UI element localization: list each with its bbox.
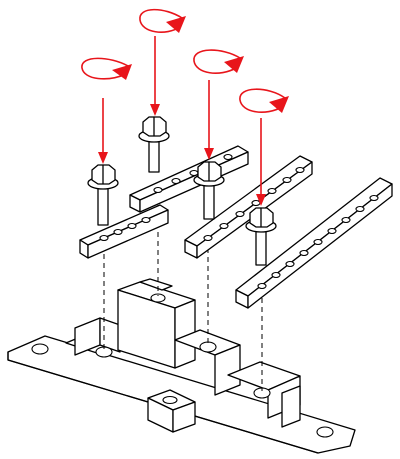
bolt-2 — [138, 116, 170, 173]
stepped-base-bracket — [7, 278, 356, 454]
bar-short-back — [129, 145, 249, 213]
bolt-1 — [87, 164, 119, 226]
bar-long — [235, 177, 393, 309]
rotation-arrow-4 — [239, 88, 289, 206]
alignment-lines — [103, 205, 263, 391]
bolt-4 — [245, 207, 277, 266]
rotation-arrow-2 — [139, 8, 186, 116]
rotation-arrow-3 — [193, 49, 244, 160]
rotation-arrow-1 — [81, 57, 132, 164]
bar-short-front — [79, 204, 169, 259]
bolt-3 — [193, 161, 225, 220]
